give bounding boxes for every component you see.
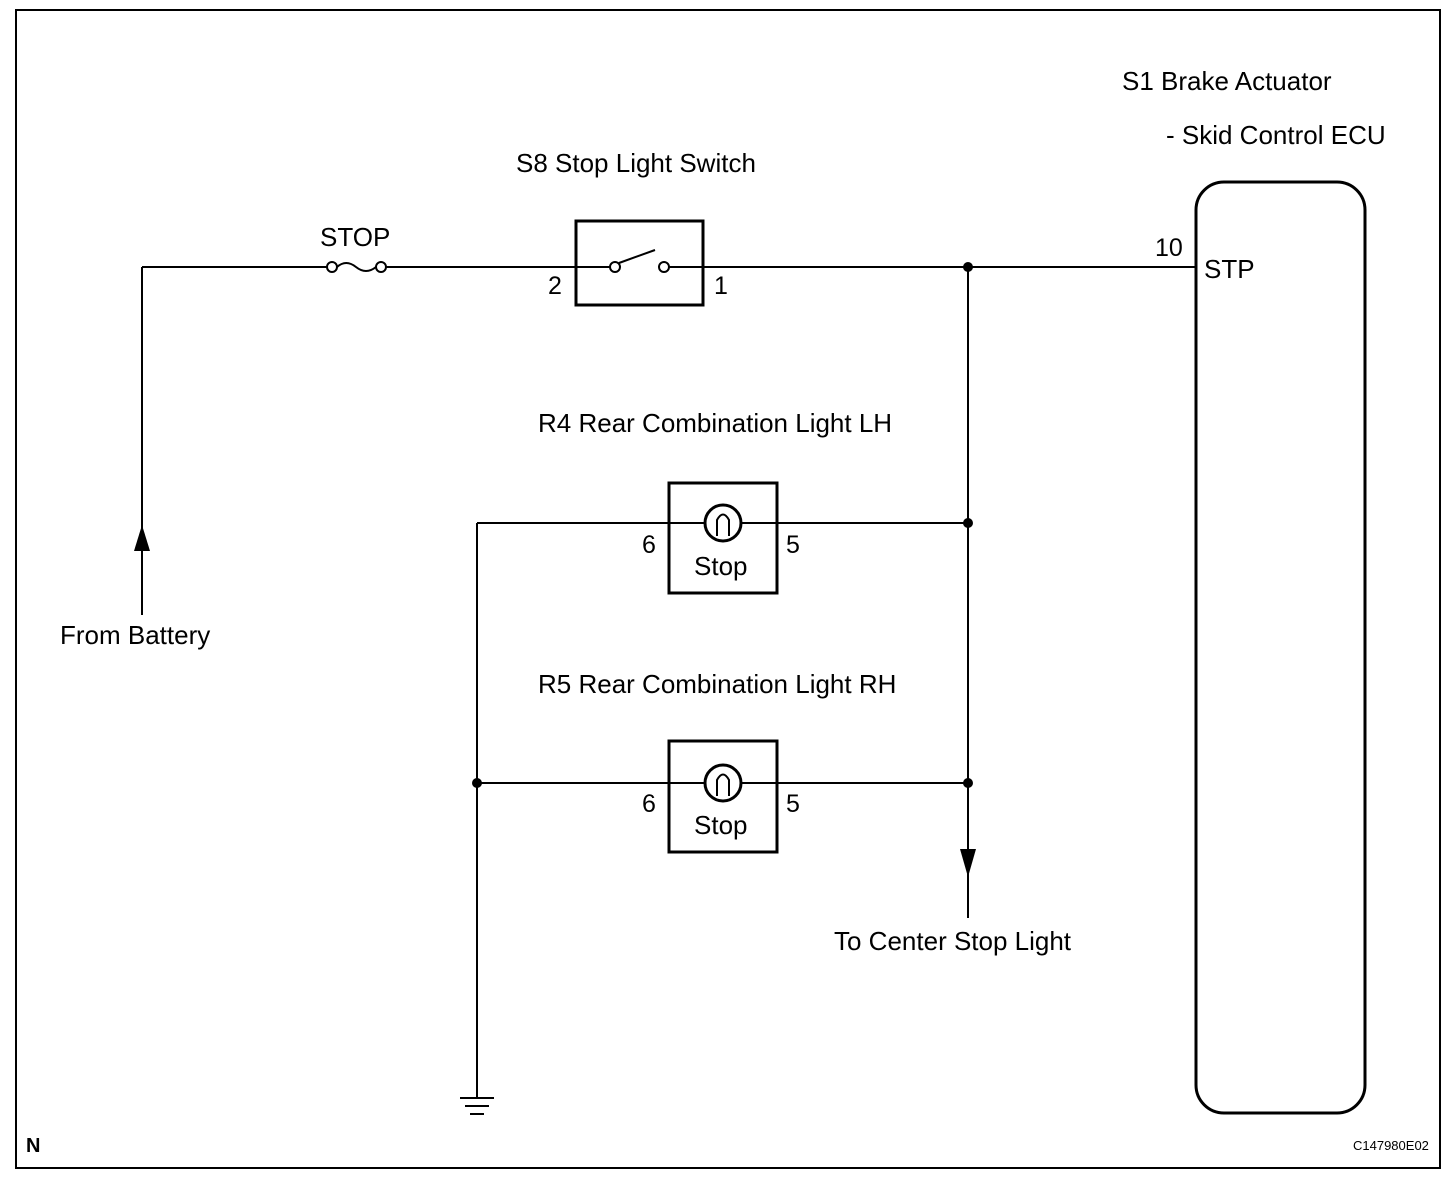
ecu-title-line1: S1 Brake Actuator — [1122, 66, 1332, 96]
figure-code: C147980E02 — [1353, 1138, 1429, 1153]
lamp-lh-pin-right: 5 — [786, 531, 800, 559]
lamp-lh-pin-left: 6 — [642, 531, 656, 559]
bulb-icon — [703, 763, 743, 803]
lamp-lh-stop-label: Stop — [694, 551, 748, 581]
arrow-down-icon — [960, 849, 976, 877]
lamp-rh — [667, 739, 779, 854]
lamp-rh-title: R5 Rear Combination Light RH — [538, 669, 896, 699]
stop-switch-title: S8 Stop Light Switch — [516, 148, 756, 178]
lamp-lh-title: R4 Rear Combination Light LH — [538, 408, 892, 438]
wire-battery-feed — [141, 266, 328, 615]
junction-node — [963, 518, 973, 528]
from-battery-label: From Battery — [60, 620, 210, 650]
bulb-icon — [703, 503, 743, 543]
ecu-pin-name: STP — [1204, 254, 1255, 284]
stop-switch — [574, 219, 705, 307]
corner-n-label: N — [26, 1135, 40, 1157]
to-center-stop-light-label: To Center Stop Light — [834, 926, 1072, 956]
fuse-label: STOP — [320, 222, 390, 252]
ecu-pin-number: 10 — [1155, 234, 1183, 262]
ecu-title-line2: - Skid Control ECU — [1166, 120, 1386, 150]
lamp-rh-pin-left: 6 — [642, 790, 656, 818]
lamp-rh-pin-right: 5 — [786, 790, 800, 818]
lamp-lh — [667, 481, 779, 595]
stop-switch-pin-left: 2 — [548, 272, 562, 300]
lamp-rh-stop-label: Stop — [694, 810, 748, 840]
diagram-frame — [15, 9, 1441, 1169]
junction-node — [963, 778, 973, 788]
ground-icon — [460, 1097, 494, 1115]
ecu-body — [1194, 180, 1367, 1115]
fuse-stop — [326, 261, 387, 273]
stop-switch-pin-right: 1 — [714, 272, 728, 300]
arrow-up-icon — [134, 525, 150, 551]
